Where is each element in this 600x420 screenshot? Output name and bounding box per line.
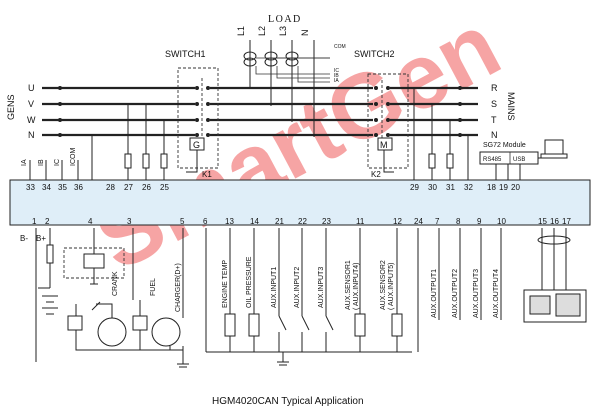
load-phase-l3: L3 <box>278 26 288 36</box>
top-pin-25: 25 <box>160 183 169 192</box>
sensor1-line1: AUX.SENSOR1 <box>345 260 352 310</box>
bottom-pin-15: 15 <box>538 217 547 226</box>
top-pin-18: 18 <box>487 183 496 192</box>
battery-plus-label: B+ <box>36 234 46 243</box>
load-phase-l1: L1 <box>236 26 246 36</box>
bottom-pin-4: 4 <box>88 217 93 226</box>
top-pin-label-ia: IA <box>21 159 28 166</box>
mains-label: MAINS <box>506 92 516 121</box>
sg72-module <box>479 139 568 180</box>
top-pin-36: 36 <box>74 183 83 192</box>
top-pin-20: 20 <box>511 183 520 192</box>
switch1-label: SWITCH1 <box>165 49 206 59</box>
mains-coil-label: M <box>380 140 388 150</box>
top-pin-32: 32 <box>464 183 473 192</box>
bus-label-u: U <box>28 83 35 93</box>
charger-label: CHARGER(D+) <box>175 263 182 312</box>
bottom-pin-3: 3 <box>127 217 132 226</box>
gen-coil-label: G <box>193 140 200 150</box>
bottom-pin-1: 1 <box>32 217 37 226</box>
top-pin-label-ib: IB <box>38 159 45 166</box>
top-pin-31: 31 <box>446 183 455 192</box>
crank-label: CRANK <box>112 271 119 296</box>
top-pin-row: IA IB IC ICOM 33 34 35 36 28 27 26 25 29… <box>21 148 520 192</box>
relay-k1-label: K1 <box>202 170 212 179</box>
bottom-pin-23: 23 <box>322 217 331 226</box>
top-pin-34: 34 <box>42 183 51 192</box>
bus-bars <box>42 67 478 169</box>
bottom-pin-12: 12 <box>393 217 402 226</box>
bus-label-t: T <box>491 115 497 125</box>
bottom-pin-8: 8 <box>456 217 461 226</box>
bus-label-s: S <box>491 99 497 109</box>
sensor2-line2: ( AUX.INPUT5) <box>388 263 395 310</box>
bottom-pin-9: 9 <box>477 217 482 226</box>
controller-strip <box>9 179 591 226</box>
bottom-pin-22: 22 <box>298 217 307 226</box>
relay-k2-label: K2 <box>371 170 381 179</box>
output-label-4: AUX.OUTPUT4 <box>493 269 500 318</box>
switch2-label: SWITCH2 <box>354 49 395 59</box>
com-label: COM <box>334 44 346 50</box>
bottom-pin-7: 7 <box>435 217 440 226</box>
top-pin-26: 26 <box>142 183 151 192</box>
fuel-label: FUEL <box>150 278 157 296</box>
bottom-pin-21: 21 <box>275 217 284 226</box>
module-port-usb: USB <box>513 157 525 163</box>
top-pin-33: 33 <box>26 183 35 192</box>
bottom-pin-13: 13 <box>225 217 234 226</box>
module-port-rs485: RS485 <box>483 157 502 163</box>
lower-wiring <box>35 228 587 368</box>
bottom-pin-16: 16 <box>550 217 559 226</box>
top-pin-30: 30 <box>428 183 437 192</box>
top-pin-35: 35 <box>58 183 67 192</box>
sensor1-line2: ( AUX.INPUT4) <box>353 263 360 310</box>
output-label-1: AUX.OUTPUT1 <box>431 269 438 318</box>
output-label-3: AUX.OUTPUT3 <box>473 269 480 318</box>
ct-label-ia: IA <box>334 78 339 84</box>
ct-label-ic: IC <box>334 68 339 74</box>
mains-coil-box <box>377 137 393 151</box>
diagram-caption: HGM4020CAN Typical Application <box>212 396 364 407</box>
bottom-pin-10: 10 <box>497 217 506 226</box>
bottom-pin-11: 11 <box>356 217 365 226</box>
output-label-2: AUX.OUTPUT2 <box>452 269 459 318</box>
load-phase-n: N <box>300 30 310 37</box>
bus-label-w: W <box>27 115 36 125</box>
bottom-pin-17: 17 <box>562 217 571 226</box>
bus-label-v: V <box>28 99 34 109</box>
gens-label: GENS <box>6 94 16 120</box>
sensor2-line1: AUX.SENSOR2 <box>380 260 387 310</box>
input-label-engine-temp: ENGINE TEMP <box>222 260 229 308</box>
load-wires <box>243 40 330 137</box>
bottom-pin-5: 5 <box>180 217 185 226</box>
input-label-aux-input1: AUX.INPUT1 <box>271 267 278 308</box>
top-pin-28: 28 <box>106 183 115 192</box>
load-phase-l2: L2 <box>257 26 267 36</box>
bus-label-n-left: N <box>28 130 35 140</box>
ct-label-ib: IB <box>334 73 339 79</box>
bottom-pin-row: 1 2 4 3 5 6 13 14 21 22 23 11 12 24 7 8 … <box>32 217 571 226</box>
input-label-aux-input3: AUX.INPUT3 <box>318 267 325 308</box>
top-pin-label-icom: ICOM <box>70 148 77 166</box>
bottom-pin-6: 6 <box>203 217 208 226</box>
top-pin-29: 29 <box>410 183 419 192</box>
input-label-oil-pressure: OIL PRESSURE <box>246 256 253 308</box>
bus-label-n-right: N <box>491 130 498 140</box>
sense-wires <box>29 88 469 180</box>
battery-minus-label: B- <box>20 234 28 243</box>
bottom-pin-14: 14 <box>250 217 259 226</box>
input-label-aux-input2: AUX.INPUT2 <box>294 267 301 308</box>
top-pin-label-ic: IC <box>54 159 61 166</box>
top-pin-19: 19 <box>499 183 508 192</box>
bus-label-r: R <box>491 83 498 93</box>
bottom-pin-2: 2 <box>45 217 50 226</box>
bottom-pin-24: 24 <box>414 217 423 226</box>
load-label: LOAD <box>268 14 302 25</box>
top-pin-27: 27 <box>124 183 133 192</box>
module-title: SG72 Module <box>483 142 526 149</box>
